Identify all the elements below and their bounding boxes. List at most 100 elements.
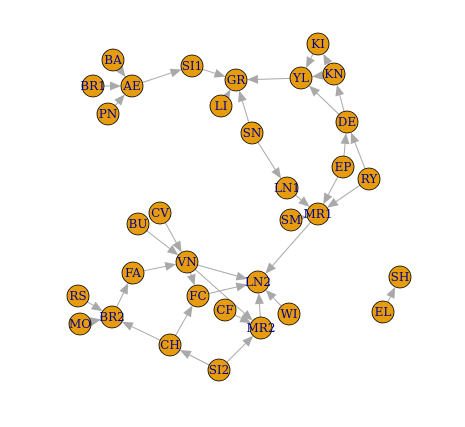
arrow-head-icon bbox=[235, 282, 248, 292]
edge-line bbox=[354, 142, 366, 169]
edge-si2-mr2 bbox=[226, 335, 254, 363]
node-label: CV bbox=[151, 206, 169, 220]
arrow-head-icon bbox=[265, 262, 276, 274]
arrow-head-icon bbox=[298, 196, 310, 207]
node-bu: BU bbox=[126, 212, 150, 236]
node-sm: SM bbox=[279, 208, 303, 232]
edge-line bbox=[343, 143, 346, 157]
edge-el-sh bbox=[386, 286, 396, 303]
edge-br1-ae bbox=[104, 81, 121, 91]
edge-line bbox=[272, 297, 282, 307]
node-label: CH bbox=[160, 338, 180, 352]
arrow-head-icon bbox=[166, 244, 179, 256]
node-label: LN2 bbox=[245, 275, 271, 289]
node-label: BU bbox=[129, 217, 148, 231]
node-label: EL bbox=[375, 305, 392, 319]
edge-kn-yl bbox=[311, 70, 324, 80]
node-br1: BR1 bbox=[80, 74, 106, 98]
edge-ln1-mr1 bbox=[295, 194, 310, 207]
edge-line bbox=[189, 354, 210, 366]
edge-sn-ln1 bbox=[257, 142, 282, 179]
node-cv: CV bbox=[148, 201, 172, 225]
node-circle bbox=[121, 261, 145, 285]
arrow-head-icon bbox=[308, 85, 321, 97]
edge-vn-mr2 bbox=[194, 268, 253, 321]
edge-line bbox=[116, 292, 124, 308]
edge-line bbox=[146, 230, 170, 249]
node-fa: FA bbox=[121, 261, 145, 285]
node-mr1: MR1 bbox=[304, 202, 332, 226]
edge-de-kn bbox=[335, 84, 345, 112]
node-circle bbox=[175, 250, 199, 274]
arrow-head-icon bbox=[183, 305, 193, 318]
edge-rs-br2 bbox=[87, 301, 103, 312]
node-circle bbox=[357, 167, 381, 191]
node-label: MR2 bbox=[247, 321, 276, 335]
node-label: FC bbox=[189, 289, 207, 303]
edge-line bbox=[202, 68, 216, 74]
edge-cv-vn bbox=[164, 222, 182, 253]
edge-fc-ln2 bbox=[208, 282, 248, 294]
node-wi: WI bbox=[277, 302, 301, 326]
node-label: LN1 bbox=[274, 181, 300, 195]
edge-de-yl bbox=[308, 85, 340, 115]
arrow-head-icon bbox=[169, 68, 182, 78]
edge-ry-mr1 bbox=[327, 184, 361, 208]
edge-fa-vn bbox=[143, 261, 177, 272]
edge-line bbox=[208, 286, 237, 294]
node-de: DE bbox=[335, 110, 359, 134]
node-circle bbox=[100, 305, 124, 329]
node-circle bbox=[180, 54, 204, 78]
edge-vn-ln2 bbox=[197, 264, 248, 281]
node-ln1: LN1 bbox=[274, 176, 300, 200]
edge-ry-de bbox=[350, 132, 366, 169]
arrow-head-icon bbox=[186, 273, 196, 286]
node-circle bbox=[240, 121, 264, 145]
edge-layer bbox=[87, 53, 396, 366]
arrow-head-icon bbox=[235, 271, 248, 281]
edge-line bbox=[197, 264, 237, 277]
node-circle bbox=[207, 358, 231, 382]
edge-line bbox=[194, 268, 245, 314]
edge-line bbox=[310, 53, 314, 59]
arrow-head-icon bbox=[386, 286, 396, 299]
node-mo: MO bbox=[68, 312, 92, 336]
node-circle bbox=[186, 284, 210, 308]
node-circle bbox=[246, 270, 270, 294]
edge-line bbox=[131, 326, 161, 341]
node-circle bbox=[289, 66, 313, 90]
arrow-head-icon bbox=[242, 335, 254, 347]
node-rs: RS bbox=[66, 284, 90, 308]
edge-br2-fa bbox=[116, 282, 129, 308]
edge-line bbox=[339, 95, 345, 112]
node-li: LI bbox=[209, 94, 233, 118]
node-circle bbox=[120, 74, 144, 98]
node-si2: SI2 bbox=[207, 358, 231, 382]
edge-si1-gr bbox=[202, 68, 226, 78]
node-circle bbox=[322, 62, 346, 86]
node-circle bbox=[275, 176, 299, 200]
node-sn: SN bbox=[240, 121, 264, 145]
node-circle bbox=[306, 32, 330, 56]
edge-line bbox=[226, 343, 246, 363]
edge-line bbox=[234, 314, 242, 319]
node-circle bbox=[213, 298, 237, 322]
node-mr2: MR2 bbox=[247, 316, 276, 340]
edge-line bbox=[164, 222, 177, 243]
node-circle bbox=[388, 265, 412, 289]
node-label: LI bbox=[215, 99, 228, 113]
node-circle bbox=[101, 48, 125, 72]
arrow-head-icon bbox=[335, 84, 345, 97]
edge-line bbox=[258, 303, 261, 318]
arrow-head-icon bbox=[327, 197, 339, 208]
node-label: RS bbox=[69, 289, 86, 303]
arrow-head-icon bbox=[323, 192, 333, 205]
node-label: BA bbox=[104, 53, 122, 67]
edge-line bbox=[175, 314, 188, 336]
edge-line bbox=[295, 194, 302, 201]
node-label: WI bbox=[280, 307, 297, 321]
arrow-head-icon bbox=[121, 321, 134, 331]
arrow-head-icon bbox=[340, 132, 350, 145]
node-label: KI bbox=[311, 37, 325, 51]
